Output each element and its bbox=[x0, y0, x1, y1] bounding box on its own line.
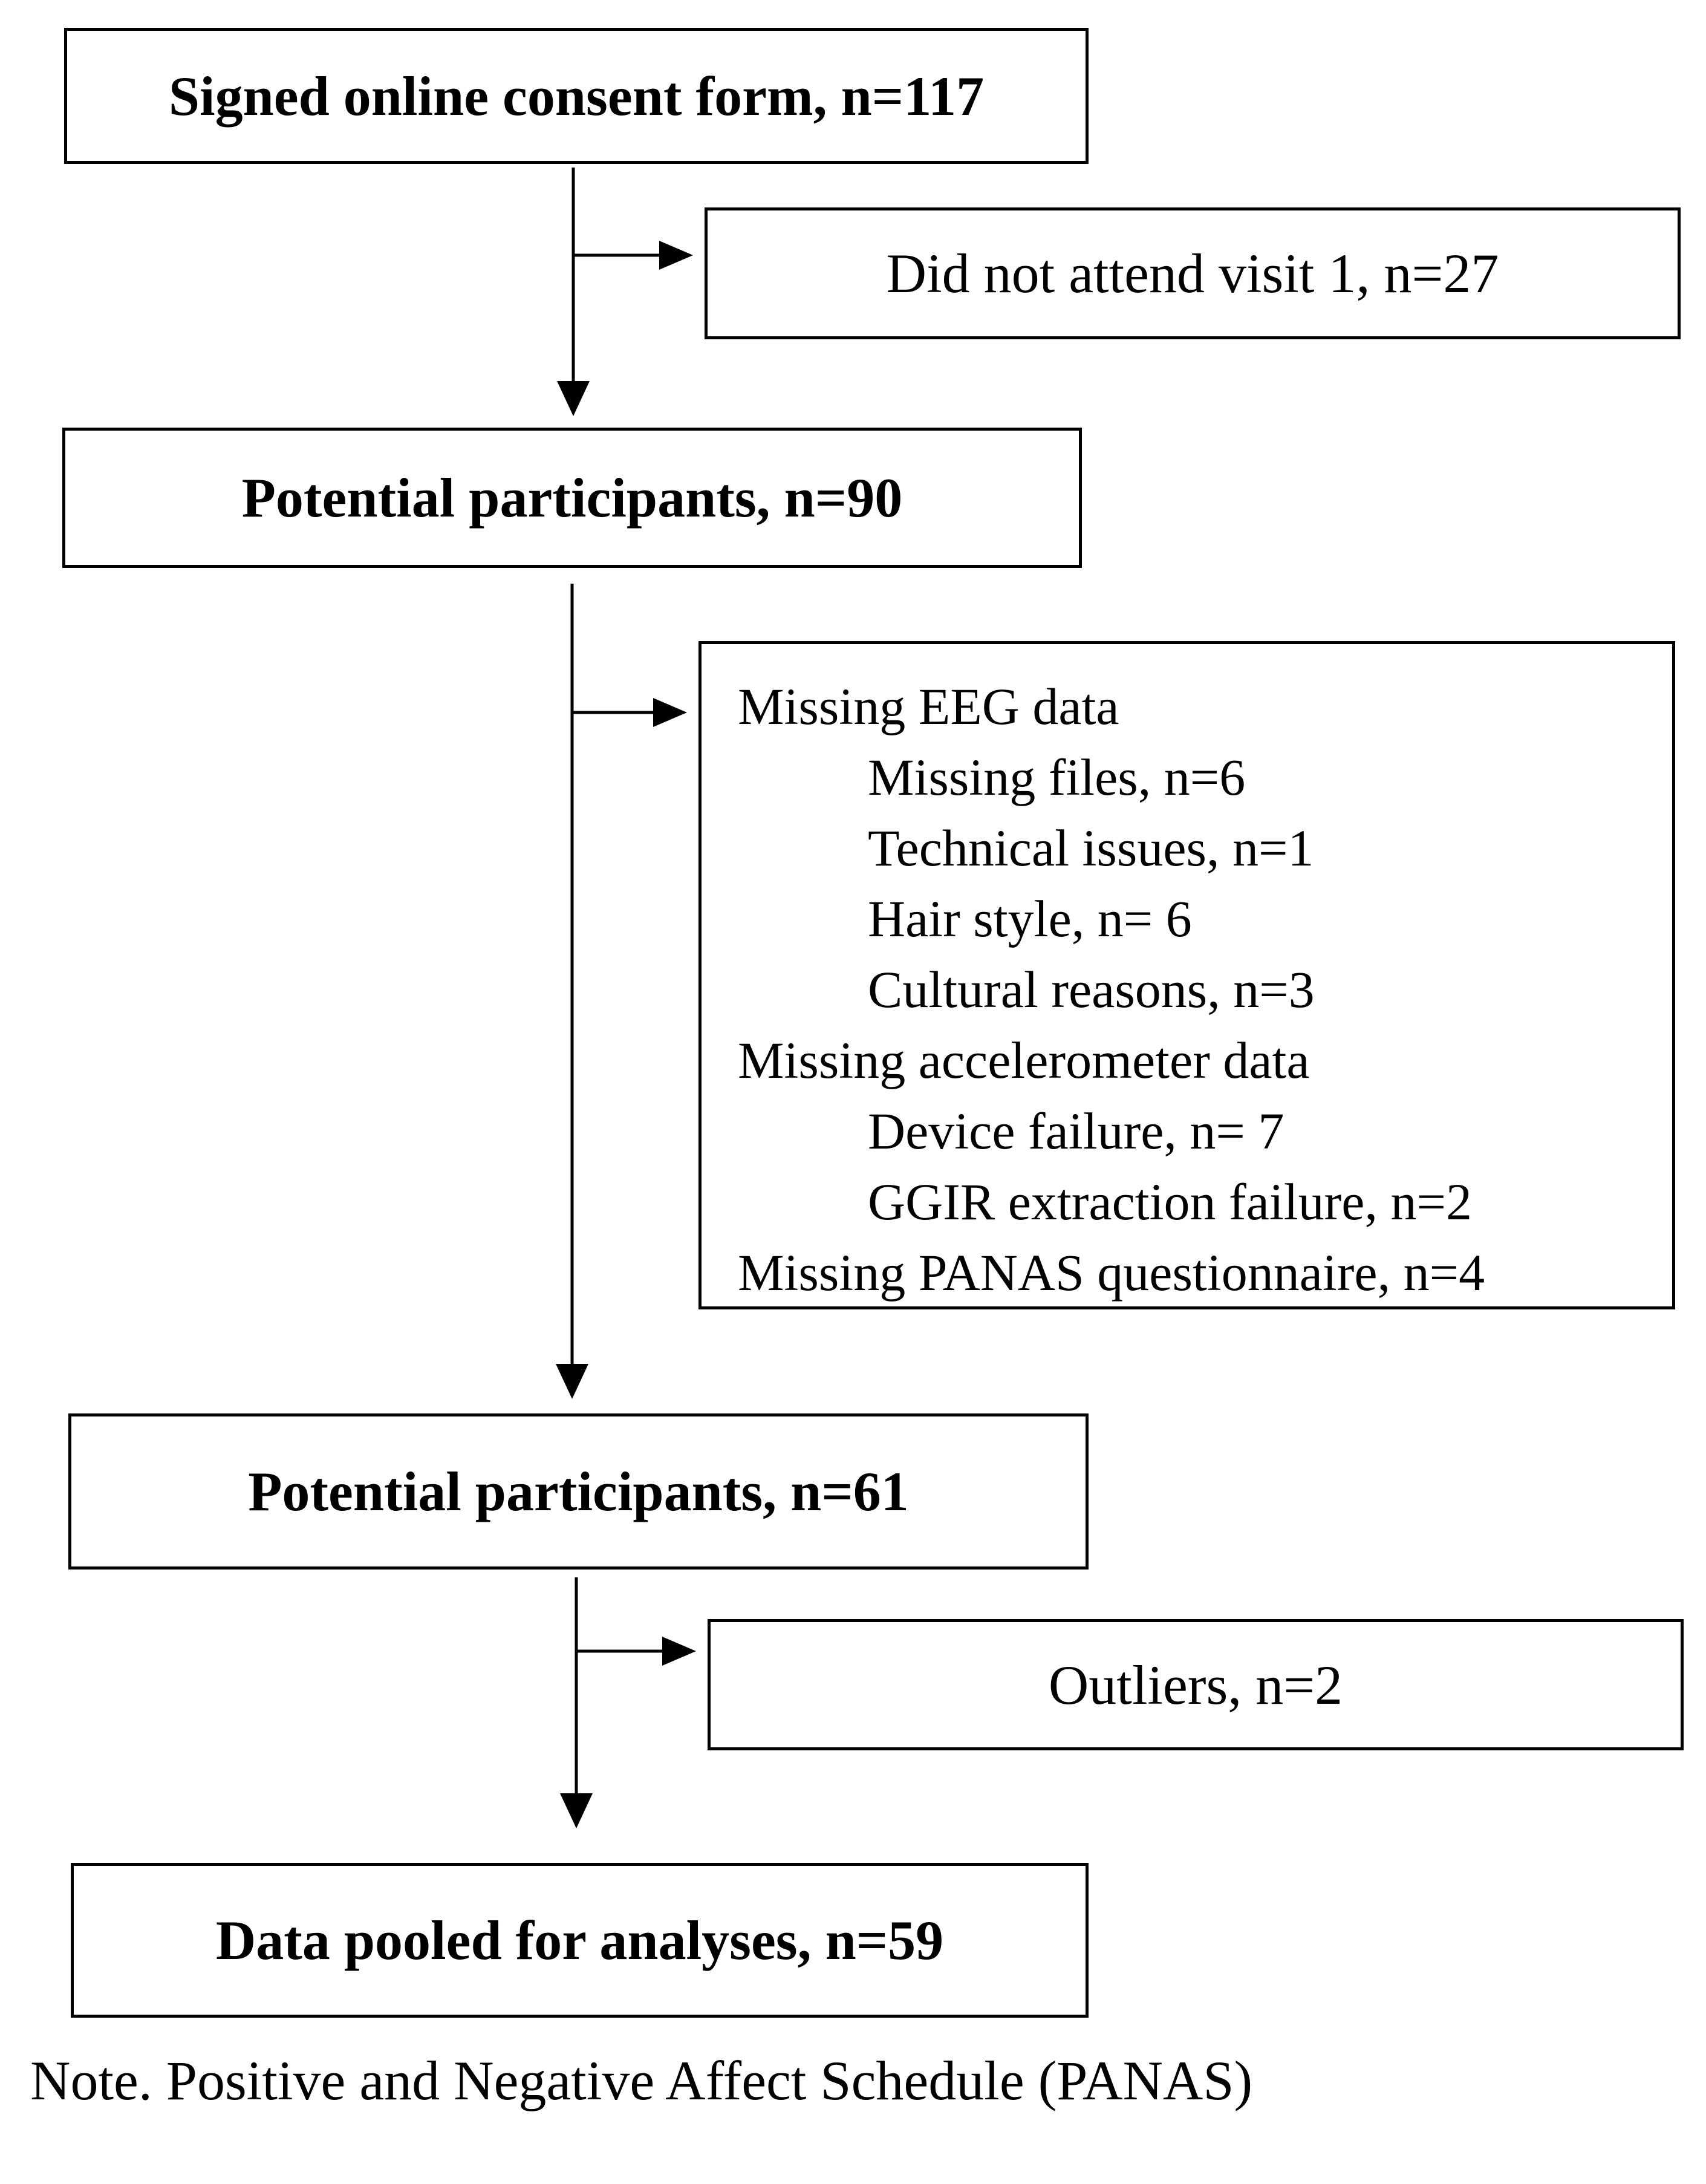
missing-eeg-item: Missing files, n=6 bbox=[868, 748, 1246, 806]
outliers-box: Outliers, n=2 bbox=[708, 1619, 1684, 1750]
figure-note: Note. Positive and Negative Affect Sched… bbox=[30, 2050, 1253, 2111]
consent-box-label: Signed online consent form, n=117 bbox=[168, 65, 985, 127]
outliers-label: Outliers, n=2 bbox=[1048, 1654, 1343, 1716]
missing-eeg-heading: Missing EEG data bbox=[738, 677, 1119, 735]
arrowhead-down-3 bbox=[560, 1793, 593, 1828]
arrowhead-right-1 bbox=[659, 241, 693, 270]
potential-participants-90-label: Potential participants, n=90 bbox=[241, 467, 903, 529]
missing-accelerometer-item: GGIR extraction failure, n=2 bbox=[868, 1173, 1472, 1231]
did-not-attend-label: Did not attend visit 1, n=27 bbox=[886, 243, 1499, 304]
consent-box: Signed online consent form, n=117 bbox=[64, 28, 1089, 164]
missing-eeg-item: Cultural reasons, n=3 bbox=[868, 960, 1315, 1019]
missing-data-box: Missing EEG data Missing files, n=6 Tech… bbox=[698, 641, 1675, 1309]
data-pooled-label: Data pooled for analyses, n=59 bbox=[215, 1909, 944, 1971]
arrowhead-down-1 bbox=[557, 381, 590, 416]
arrowhead-right-2 bbox=[653, 698, 687, 727]
missing-accelerometer-item: Device failure, n= 7 bbox=[868, 1102, 1284, 1160]
missing-eeg-item: Technical issues, n=1 bbox=[868, 819, 1314, 877]
potential-participants-61-box: Potential participants, n=61 bbox=[68, 1413, 1089, 1570]
missing-eeg-item: Hair style, n= 6 bbox=[868, 890, 1192, 948]
did-not-attend-box: Did not attend visit 1, n=27 bbox=[705, 207, 1681, 339]
arrowhead-right-3 bbox=[662, 1637, 696, 1666]
missing-panas-line: Missing PANAS questionnaire, n=4 bbox=[738, 1244, 1485, 1302]
arrowhead-down-2 bbox=[556, 1364, 588, 1399]
potential-participants-61-label: Potential participants, n=61 bbox=[248, 1461, 909, 1522]
missing-accelerometer-heading: Missing accelerometer data bbox=[738, 1031, 1310, 1089]
potential-participants-90-box: Potential participants, n=90 bbox=[62, 428, 1082, 568]
data-pooled-box: Data pooled for analyses, n=59 bbox=[71, 1863, 1089, 2018]
